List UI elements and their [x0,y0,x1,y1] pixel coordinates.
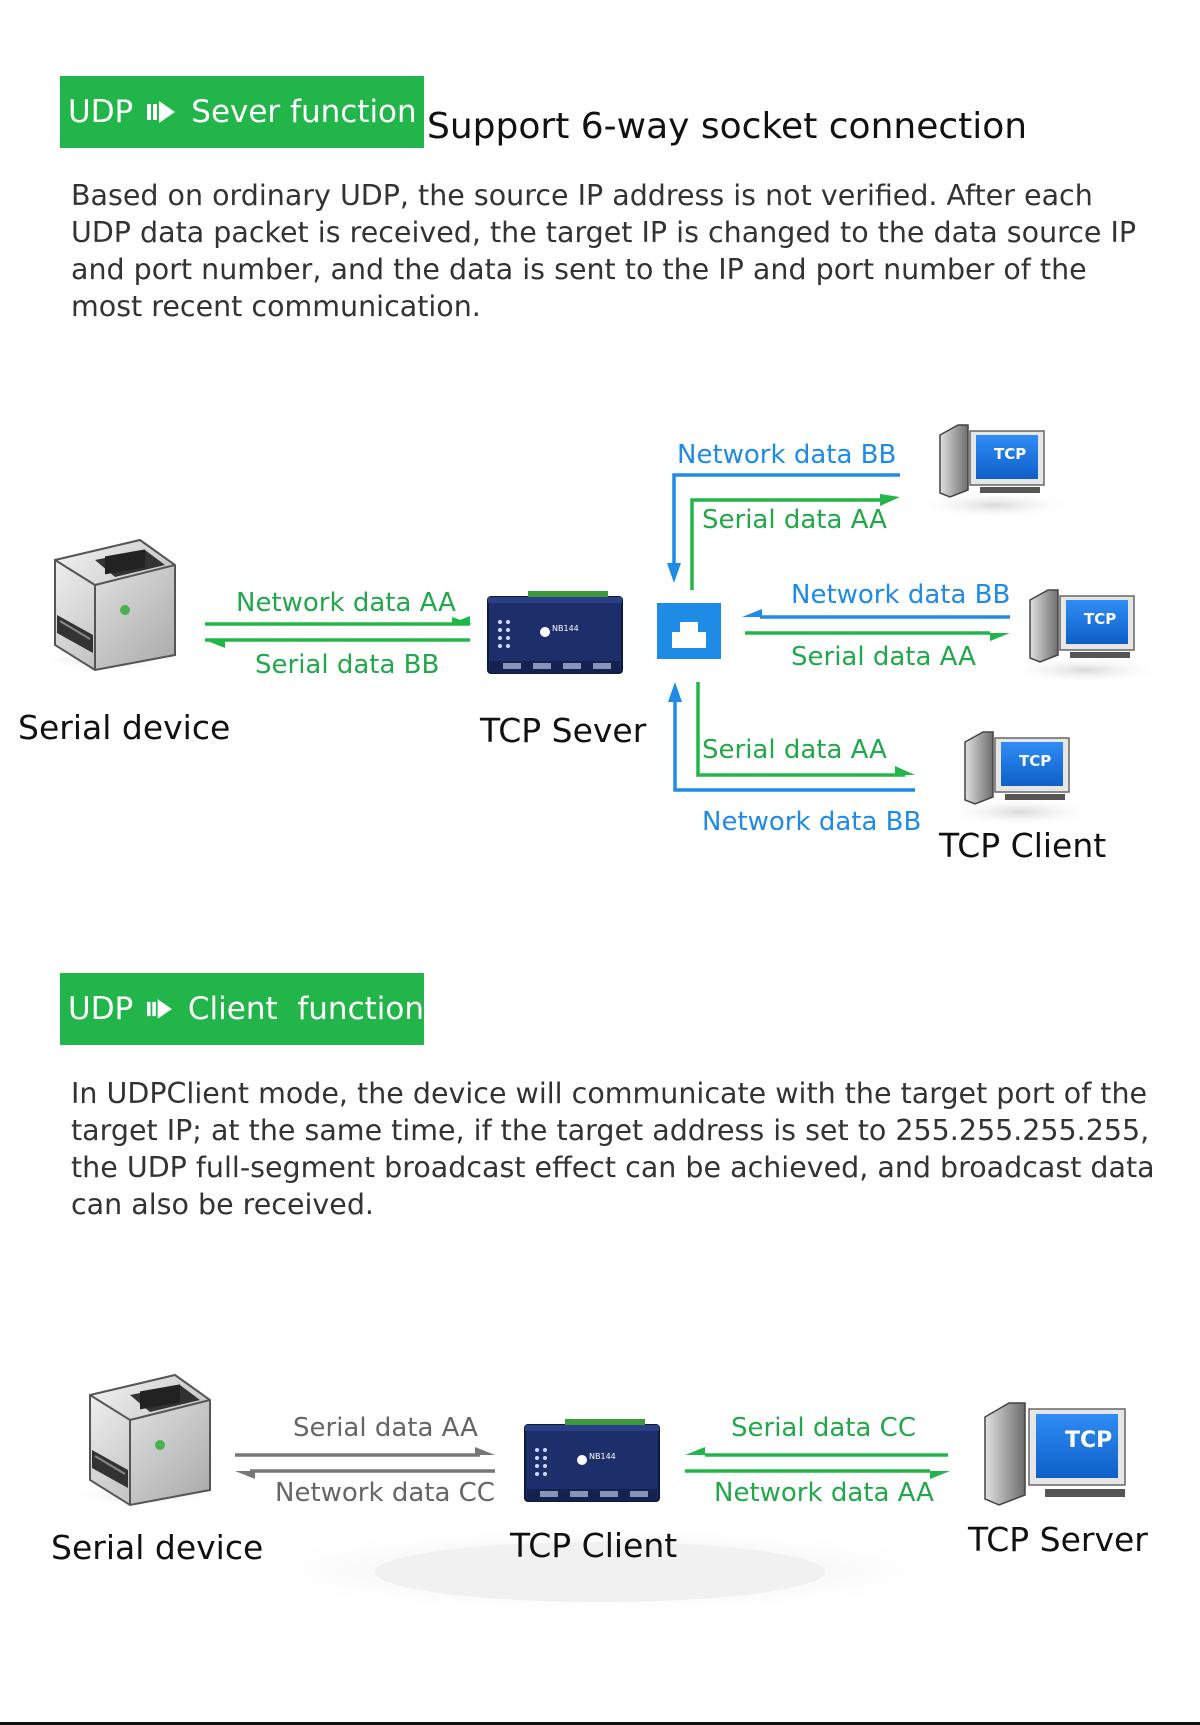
udp-server-badge: UDP Sever function [60,76,424,148]
arrow-network-cc-gray [235,1469,495,1479]
section1-paragraph: Based on ordinary UDP, the source IP add… [71,179,1137,323]
computer-icon-server [984,1402,1126,1506]
caption-tcp-client: TCP Client [939,826,1107,865]
arrow-network-aa-2 [685,1469,950,1479]
arrow-bot-serial-aa [696,682,915,777]
printer-icon-2 [70,1373,220,1507]
label-network-aa: Network data AA [236,588,456,618]
printer-icon [35,538,185,672]
arrow-serial-aa-gray [235,1447,495,1457]
arrow-serial-bb [205,638,470,648]
badge-udp-label-2: UDP [68,991,134,1027]
monitor-tcp-label-server: TCP [1065,1428,1113,1453]
label-network-aa-2: Network data AA [714,1478,934,1508]
label-top-serial-aa: Serial data AA [702,505,887,535]
computer-icon-bot [940,731,1100,826]
udp-client-badge: UDP Client function [60,973,424,1045]
badge-client-label: Client function [187,991,424,1027]
label-bot-serial-aa: Serial data AA [702,735,887,765]
section1-heading: Support 6-way socket connection [427,106,1028,147]
label-network-cc-gray: Network data CC [275,1478,495,1508]
monitor-tcp-label-top: TCP [994,445,1027,463]
double-arrow-icon-2 [147,999,173,1019]
nb144-device-2 [524,1419,660,1502]
device-model-label: NB144 [552,624,579,633]
computer-icon-mid [1005,589,1165,684]
monitor-tcp-label-bot: TCP [1019,752,1052,770]
label-serial-bb: Serial data BB [255,650,440,680]
caption-tcp-client-2: TCP Client [510,1526,678,1565]
arrow-network-aa [205,616,472,626]
computer-icon-top [915,424,1075,519]
monitor-tcp-label-mid: TCP [1084,610,1117,628]
arrow-top-network-bb [667,473,900,583]
label-top-network-bb: Network data BB [677,440,897,470]
badge-udp-label: UDP [68,94,134,130]
caption-tcp-sever: TCP Sever [480,711,647,750]
bottom-divider [0,1722,1200,1725]
arrow-mid-network-bb [742,609,1010,619]
label-serial-cc: Serial data CC [731,1413,916,1443]
caption-serial-device: Serial device [18,708,231,747]
arrow-top-serial-aa [690,494,900,590]
caption-serial-device-2: Serial device [51,1528,264,1567]
arrow-mid-serial-aa [745,631,1010,641]
caption-tcp-server: TCP Server [968,1520,1148,1559]
device-model-label-2: NB144 [589,1452,616,1461]
double-arrow-icon [147,101,176,123]
arrow-serial-cc [685,1447,948,1457]
network-switch-icon [657,603,721,659]
label-serial-aa-gray: Serial data AA [293,1413,478,1443]
arrow-bot-network-bb [668,682,915,792]
section2-paragraph: In UDPClient mode, the device will commu… [71,1077,1155,1221]
badge-server-label: Sever function [191,94,417,130]
label-mid-serial-aa: Serial data AA [791,642,976,672]
label-bot-network-bb: Network data BB [702,807,922,837]
nb144-device [487,591,623,674]
label-mid-network-bb: Network data BB [791,580,1011,610]
